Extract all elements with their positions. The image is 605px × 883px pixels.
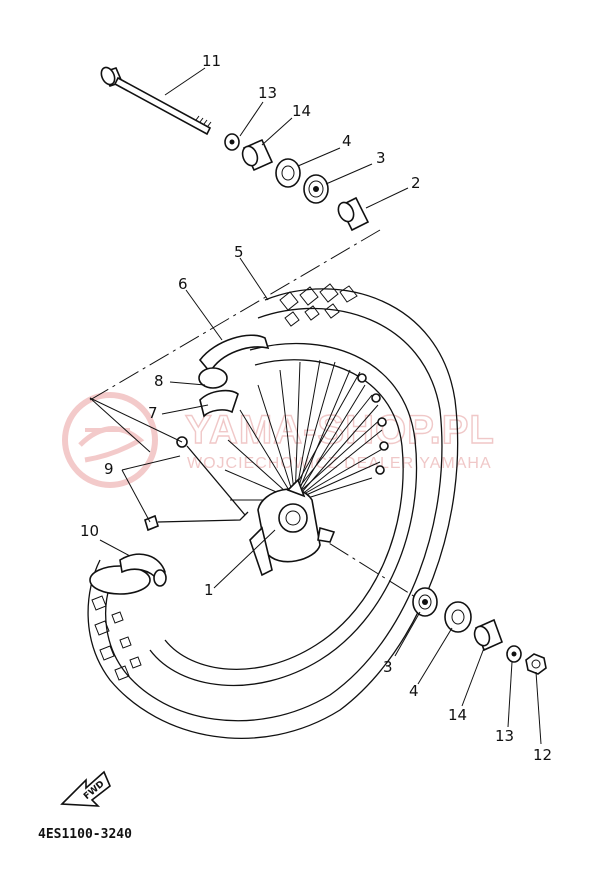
- axis-line-center: [299, 524, 421, 601]
- spacer-top-part: [241, 138, 274, 172]
- spoke-9-parts: [144, 436, 249, 532]
- rim-band-part: [198, 334, 270, 418]
- callout-1: 1: [204, 581, 214, 599]
- callout-11: 11: [202, 52, 221, 70]
- callout-4-bottom: 4: [409, 682, 419, 700]
- callout-3-top: 3: [376, 149, 386, 167]
- bearing-top-4-part: [275, 158, 301, 188]
- callout-9: 9: [104, 460, 114, 478]
- diagram-code: 4ES1100-3240: [38, 827, 132, 842]
- callout-8: 8: [154, 372, 164, 390]
- watermark: YAMA-SHOP.PL WOJCIECHOWICZ DEALER YAMAHA: [62, 392, 495, 488]
- watermark-sub-text: WOJCIECHOWICZ DEALER YAMAHA: [187, 455, 492, 472]
- callout-7: 7: [148, 404, 158, 422]
- tire-part: [87, 283, 459, 739]
- spacer-bottom-part: [473, 618, 504, 652]
- callout-2: 2: [411, 174, 421, 192]
- collar-top-part: [224, 133, 240, 151]
- callout-3-bottom: 3: [383, 658, 393, 676]
- watermark-main-text: YAMA-SHOP.PL: [185, 408, 495, 452]
- callout-13-top: 13: [258, 84, 277, 102]
- fwd-arrow-icon: FWD: [60, 770, 111, 807]
- watermark-logo-icon: [62, 392, 158, 488]
- bearing-top-3-part: [303, 174, 329, 204]
- callout-10: 10: [80, 522, 99, 540]
- callout-labels: 11 13 14 4 3 2 5 6 8 7 9 10 1 3 4 14 13 …: [80, 52, 552, 764]
- leader-lines: [89, 67, 542, 745]
- spoke-nipples: [357, 373, 389, 475]
- spokes-part: [224, 359, 389, 506]
- axis-line-top: [89, 229, 381, 401]
- rim-lock-10-part: [119, 553, 167, 587]
- bearing-bottom-3-part: [412, 587, 438, 617]
- callout-14-top: 14: [292, 102, 311, 120]
- axle-part: [100, 66, 212, 136]
- bearing-bottom-4-part: [444, 601, 472, 633]
- callout-6: 6: [178, 275, 188, 293]
- axle-nut-part: [525, 653, 547, 675]
- callout-4-top: 4: [342, 132, 352, 150]
- callout-13-bottom: 13: [495, 727, 514, 745]
- callout-5: 5: [234, 243, 244, 261]
- spacer-2-part: [337, 196, 370, 232]
- collar-bottom-part: [506, 645, 522, 663]
- hub-part: [249, 478, 336, 577]
- callout-12: 12: [533, 746, 552, 764]
- callout-14-bottom: 14: [448, 706, 467, 724]
